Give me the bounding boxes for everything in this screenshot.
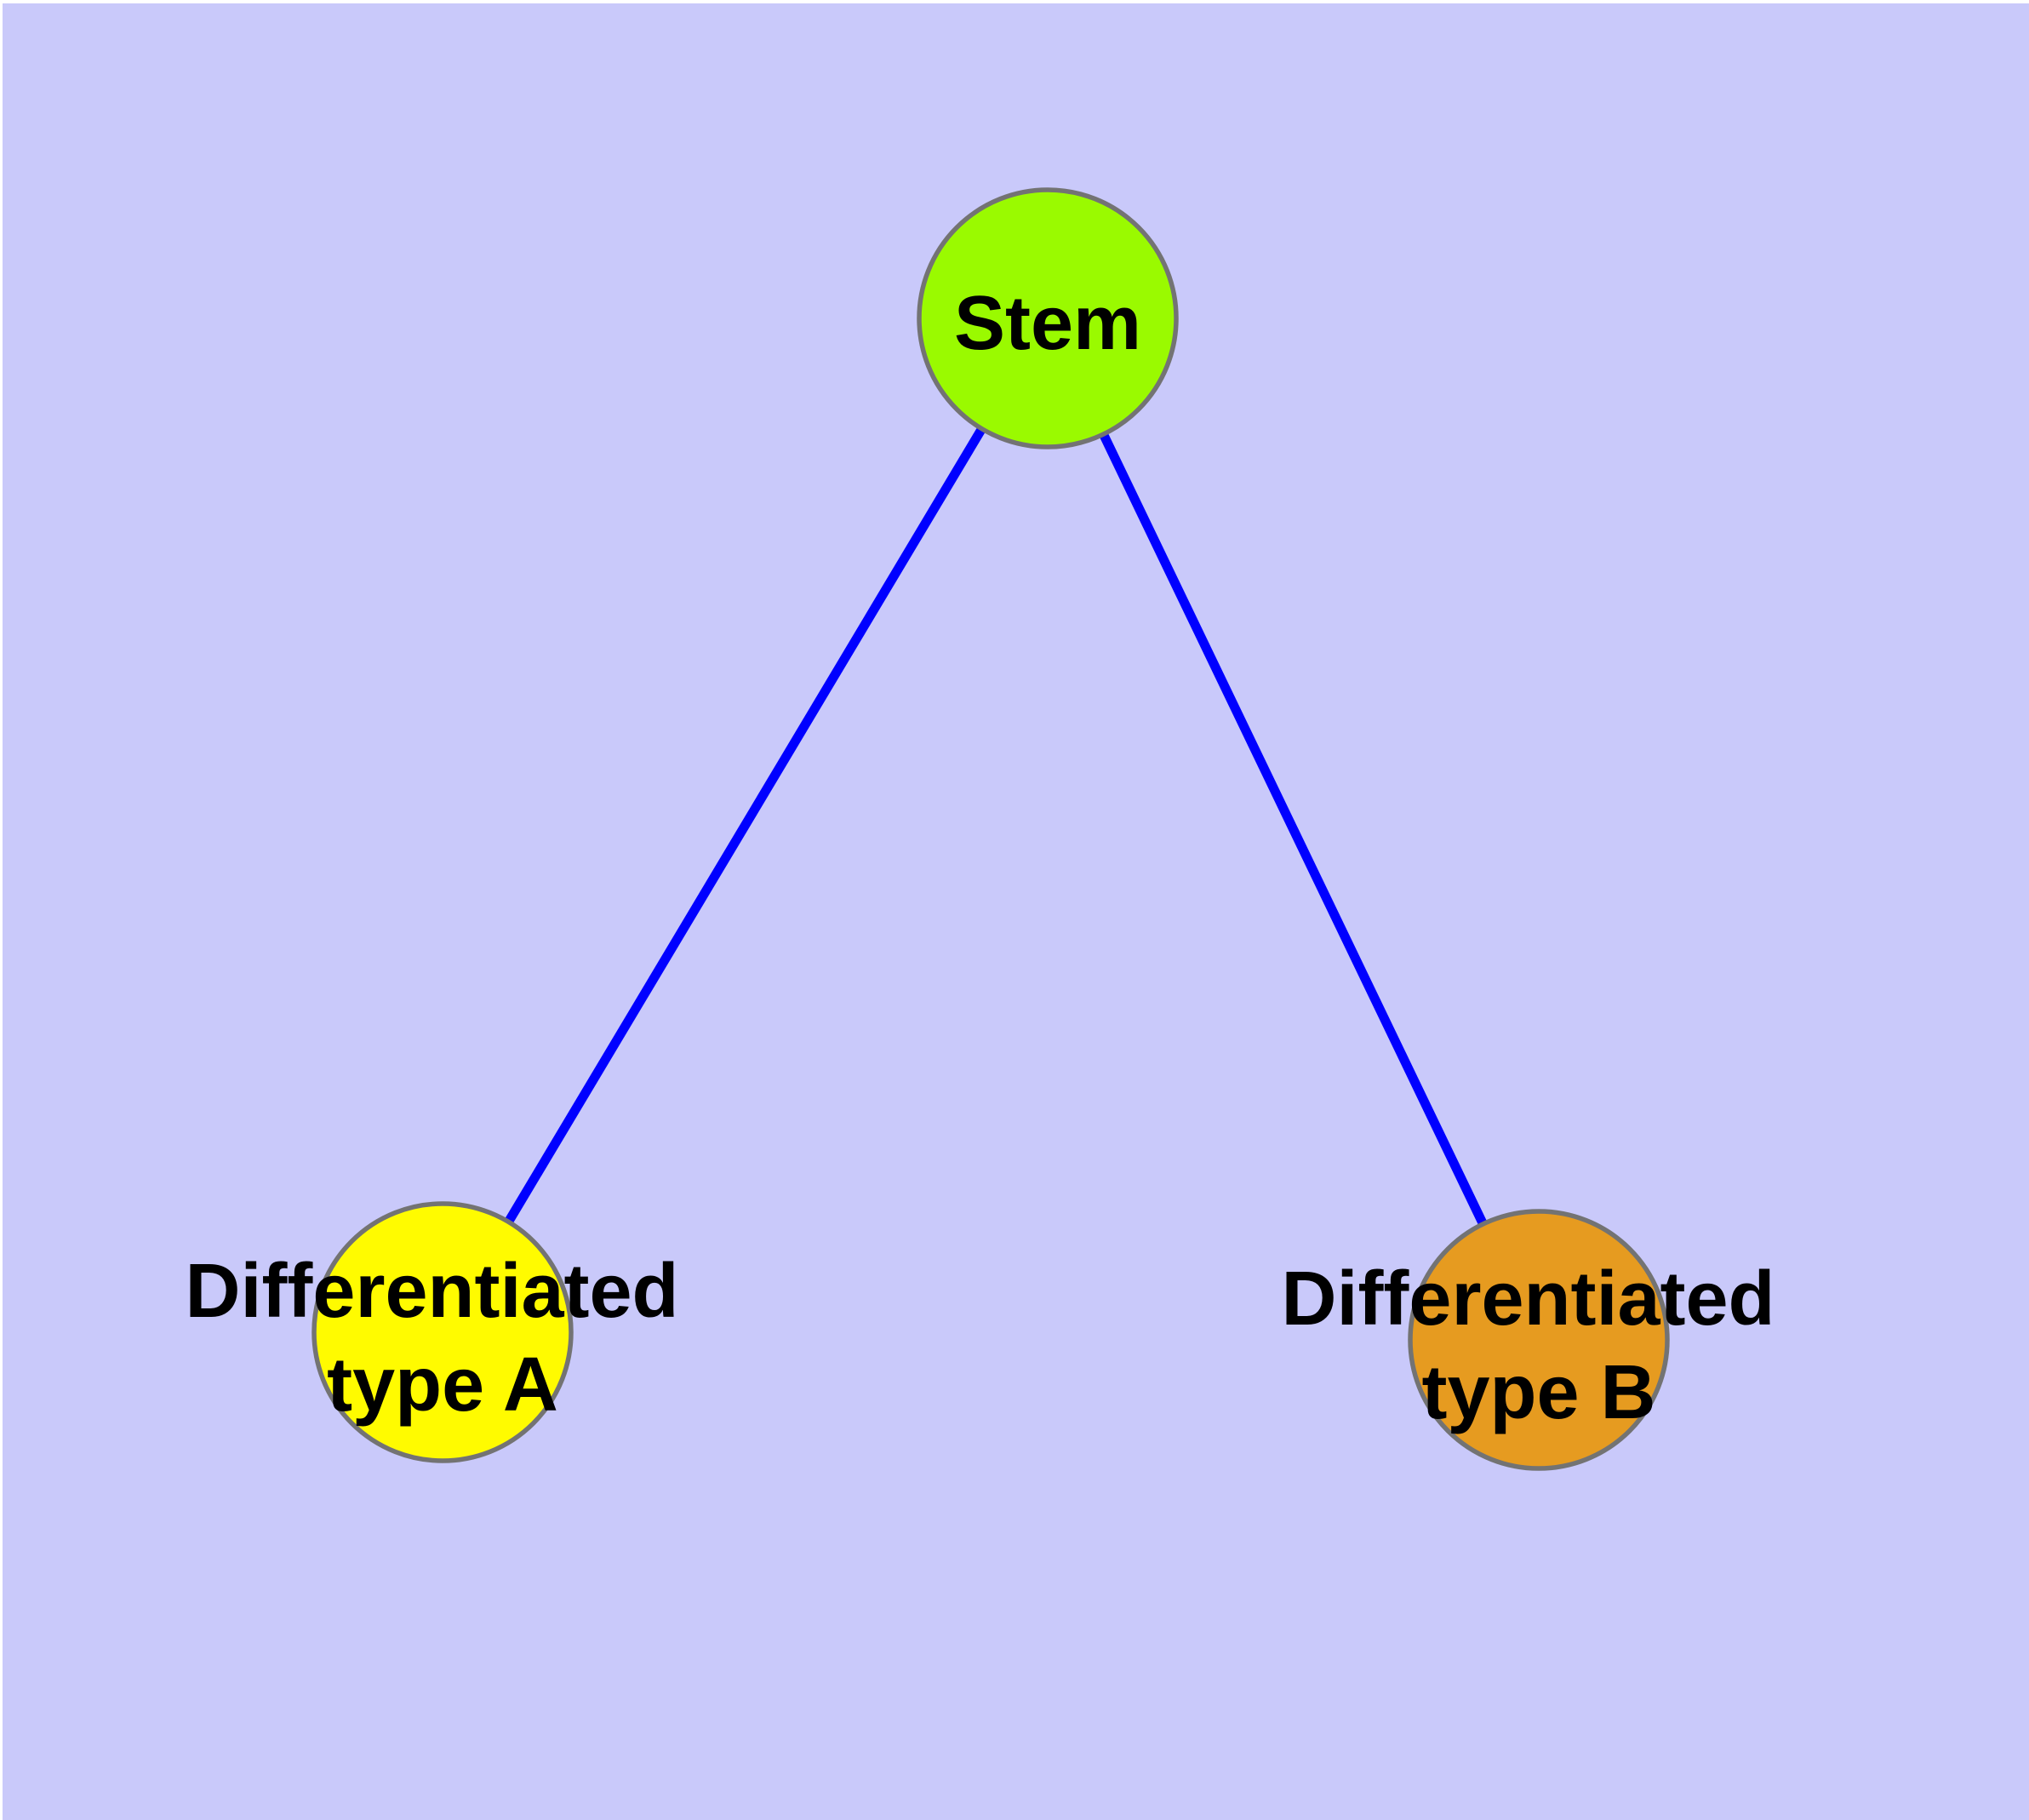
- edges: [438, 316, 1543, 1342]
- node-stem-circle: [917, 187, 1179, 449]
- node-stem-label: Stem: [954, 281, 1141, 366]
- edge-stem-to-type-b: [1043, 316, 1543, 1342]
- node-stem: Stem: [917, 187, 1179, 449]
- node-differentiated-type-a: Differentiated type A: [185, 1201, 700, 1463]
- node-differentiated-type-a-label: Differentiated type A: [185, 1249, 700, 1428]
- edge-stem-to-type-a: [438, 316, 1052, 1335]
- node-differentiated-type-a-label-line1: Differentiated: [185, 1249, 678, 1334]
- node-differentiated-type-b-label: Differentiated type B: [1281, 1256, 1796, 1435]
- node-differentiated-type-b: Differentiated type B: [1281, 1209, 1796, 1471]
- node-differentiated-type-b-circle: [1408, 1209, 1670, 1471]
- node-differentiated-type-a-circle: [311, 1201, 574, 1463]
- node-differentiated-type-b-label-line1: Differentiated: [1281, 1256, 1775, 1342]
- node-differentiated-type-a-label-line2: type A: [327, 1342, 558, 1428]
- node-differentiated-type-b-label-line2: type B: [1421, 1350, 1655, 1435]
